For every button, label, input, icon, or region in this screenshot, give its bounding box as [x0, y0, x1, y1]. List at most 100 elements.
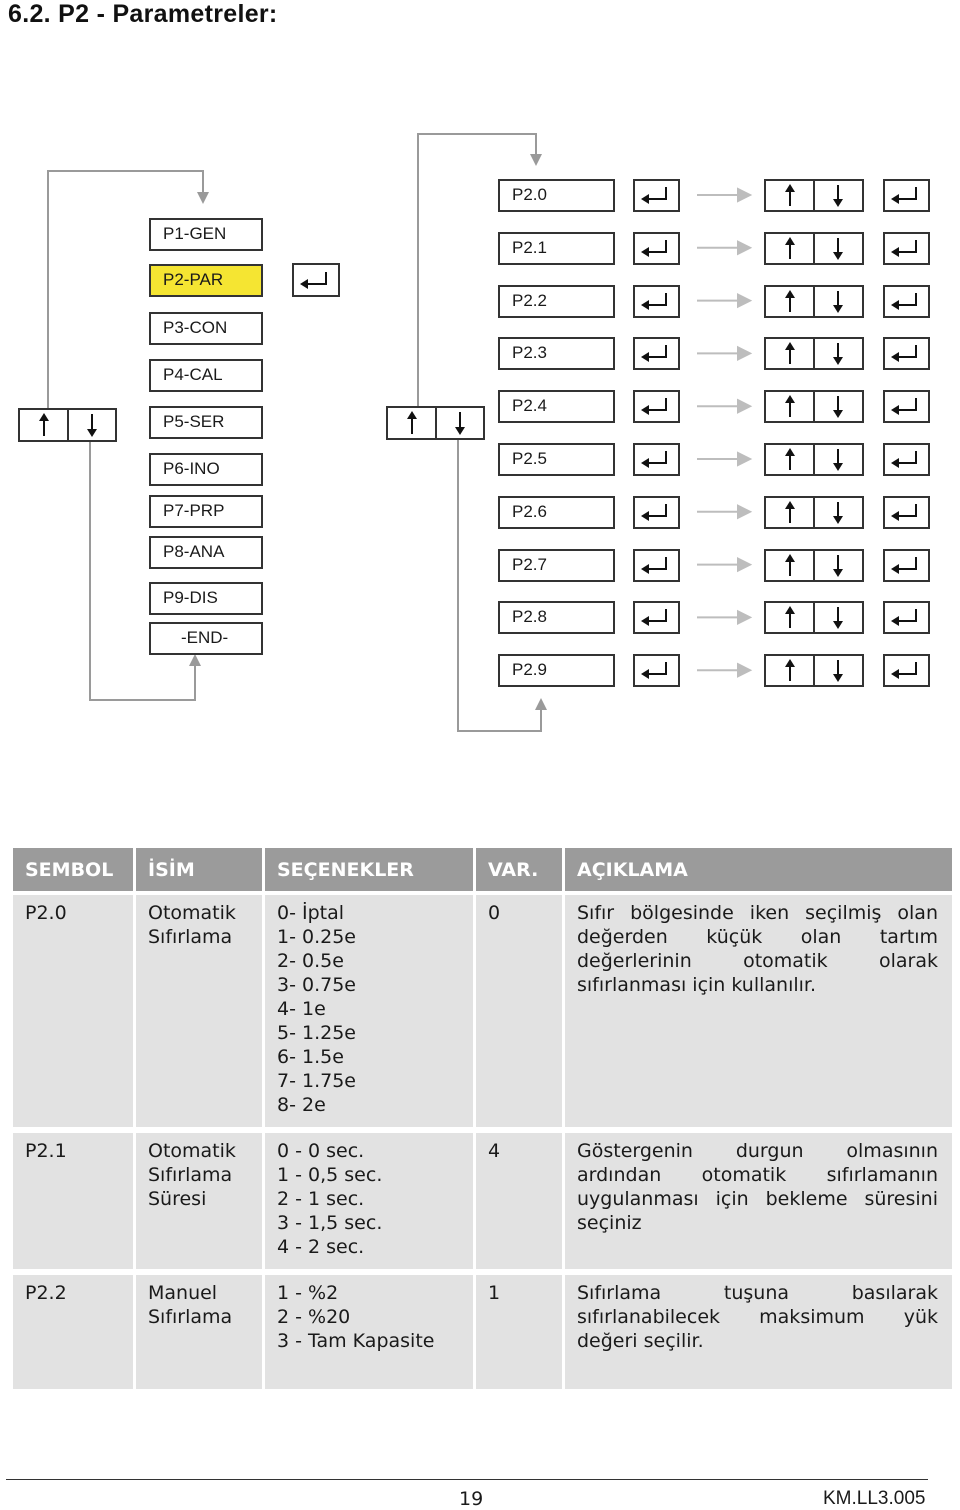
- gray-arrowhead-p2-6: [737, 504, 753, 520]
- param-p2-3[interactable]: P2.3: [498, 337, 615, 371]
- cell-name: Manuel Sıfırlama: [136, 1275, 262, 1395]
- up-key-p2-2[interactable]: [764, 284, 815, 318]
- confirm-key-p2-3[interactable]: [883, 337, 930, 371]
- gray-arrowhead-p2-2: [737, 292, 753, 309]
- param-p2-7[interactable]: P2.7: [498, 548, 615, 582]
- arrow-up-icon: [785, 606, 795, 629]
- enter-icon: [641, 556, 667, 574]
- gray-arrowhead-p2-5: [737, 451, 753, 467]
- enter-icon: [891, 398, 917, 416]
- arrow-down-icon: [833, 607, 843, 630]
- up-key-p2-7[interactable]: [764, 548, 815, 582]
- confirm-key-p2-8[interactable]: [883, 601, 930, 635]
- header-default: VAR.: [476, 848, 562, 895]
- arrow-up-icon: [785, 236, 795, 259]
- confirm-key-p2-5[interactable]: [883, 443, 930, 476]
- enter-icon: [641, 451, 667, 468]
- menu-item-p2-par[interactable]: P2-PAR: [149, 264, 263, 297]
- footer-divider: [6, 1479, 928, 1480]
- arrow-up-icon: [785, 289, 795, 312]
- down-key-p2-9[interactable]: [813, 654, 864, 688]
- left-down-key[interactable]: [67, 408, 117, 442]
- enter-key-p2-7[interactable]: [633, 548, 680, 582]
- left-up-key[interactable]: [18, 408, 69, 442]
- option-item: 7- 1.75e: [277, 1070, 356, 1092]
- up-key-p2-5[interactable]: [764, 443, 815, 476]
- menu-item-p1-gen[interactable]: P1-GEN: [149, 218, 263, 251]
- confirm-key-p2-1[interactable]: [883, 231, 930, 265]
- param-p2-2[interactable]: P2.2: [498, 284, 615, 318]
- menu-item-p9-dis[interactable]: P9-DIS: [149, 582, 263, 615]
- enter-key-p2-2[interactable]: [633, 284, 680, 318]
- option-item: 1 - %2: [277, 1282, 339, 1304]
- enter-key-p2-5[interactable]: [633, 443, 680, 476]
- gray-arrowhead-p2-8: [737, 609, 753, 626]
- option-item: 1 - 0,5 sec.: [277, 1164, 383, 1186]
- cell-name: Otomatik Sıfırlama: [136, 895, 262, 1133]
- confirm-key-p2-9[interactable]: [883, 654, 930, 688]
- menu-item-end[interactable]: -END-: [149, 622, 263, 655]
- enter-icon: [891, 345, 917, 363]
- up-key-p2-6[interactable]: [764, 495, 815, 529]
- confirm-key-p2-7[interactable]: [883, 548, 930, 582]
- enter-key-p2-9[interactable]: [633, 654, 680, 688]
- flow-connectors: [47, 133, 753, 732]
- option-item: 5- 1.25e: [277, 1022, 356, 1044]
- enter-key-p2-4[interactable]: [633, 390, 680, 424]
- up-key-p2-3[interactable]: [764, 337, 815, 371]
- param-p2-8[interactable]: P2.8: [498, 601, 615, 635]
- down-key-p2-7[interactable]: [813, 548, 864, 582]
- option-item: 6- 1.5e: [277, 1046, 344, 1068]
- cell-description: Sıfırlama tuşuna basılarak sıfırlanabile…: [565, 1275, 952, 1395]
- page-number: 19: [459, 1488, 484, 1510]
- confirm-key-p2-2[interactable]: [883, 284, 930, 318]
- enter-icon: [641, 662, 667, 680]
- param-p2-1[interactable]: P2.1: [498, 231, 615, 265]
- arrow-down-icon: [833, 554, 843, 577]
- menu-item-p6-ino[interactable]: P6-INO: [149, 453, 263, 486]
- down-key-p2-1[interactable]: [813, 231, 864, 265]
- up-key-p2-4[interactable]: [764, 390, 815, 424]
- menu-item-p8-ana[interactable]: P8-ANA: [149, 536, 263, 569]
- menu-item-p5-ser[interactable]: P5-SER: [149, 406, 263, 439]
- menu-item-p4-cal[interactable]: P4-CAL: [149, 359, 263, 392]
- enter-key-p2-3[interactable]: [633, 337, 680, 371]
- enter-key-p2-8[interactable]: [633, 601, 680, 635]
- enter-key-p2-0[interactable]: [633, 179, 680, 212]
- menu-item-p3-con[interactable]: P3-CON: [149, 312, 263, 345]
- middle-up-key[interactable]: [386, 406, 437, 440]
- confirm-key-p2-4[interactable]: [883, 390, 930, 424]
- down-key-p2-8[interactable]: [813, 601, 864, 635]
- up-key-p2-0[interactable]: [764, 179, 815, 212]
- confirm-key-p2-6[interactable]: [883, 495, 930, 529]
- enter-key-p2-1[interactable]: [633, 231, 680, 265]
- enter-icon: [641, 503, 667, 521]
- option-item: 0- İptal: [277, 902, 345, 924]
- up-key-p2-1[interactable]: [764, 231, 815, 265]
- option-item: 2 - %20: [277, 1306, 351, 1328]
- middle-down-key[interactable]: [435, 406, 485, 440]
- cell-default: 4: [476, 1133, 562, 1275]
- param-p2-9[interactable]: P2.9: [498, 654, 615, 688]
- param-p2-0[interactable]: P2.0: [498, 179, 615, 212]
- up-key-p2-8[interactable]: [764, 601, 815, 635]
- menu-enter-key[interactable]: [292, 263, 340, 297]
- menu-item-p7-prp[interactable]: P7-PRP: [149, 495, 263, 528]
- down-key-p2-6[interactable]: [813, 495, 864, 529]
- header-symbol: SEMBOL: [13, 848, 133, 895]
- down-key-p2-5[interactable]: [813, 443, 864, 476]
- up-key-p2-9[interactable]: [764, 654, 815, 688]
- down-key-p2-4[interactable]: [813, 390, 864, 424]
- down-key-p2-2[interactable]: [813, 284, 864, 318]
- arrow-down-icon: [455, 412, 465, 435]
- param-p2-4[interactable]: P2.4: [498, 390, 615, 424]
- arrow-down-icon: [833, 449, 843, 471]
- confirm-key-p2-0[interactable]: [883, 179, 930, 212]
- param-p2-6[interactable]: P2.6: [498, 495, 615, 529]
- down-key-p2-3[interactable]: [813, 337, 864, 371]
- down-key-p2-0[interactable]: [813, 179, 864, 212]
- enter-key-p2-6[interactable]: [633, 495, 680, 529]
- cell-description: Göstergenin durgun olmasının ardından ot…: [565, 1133, 952, 1275]
- gray-arrowhead-p2-3: [737, 345, 753, 362]
- param-p2-5[interactable]: P2.5: [498, 443, 615, 476]
